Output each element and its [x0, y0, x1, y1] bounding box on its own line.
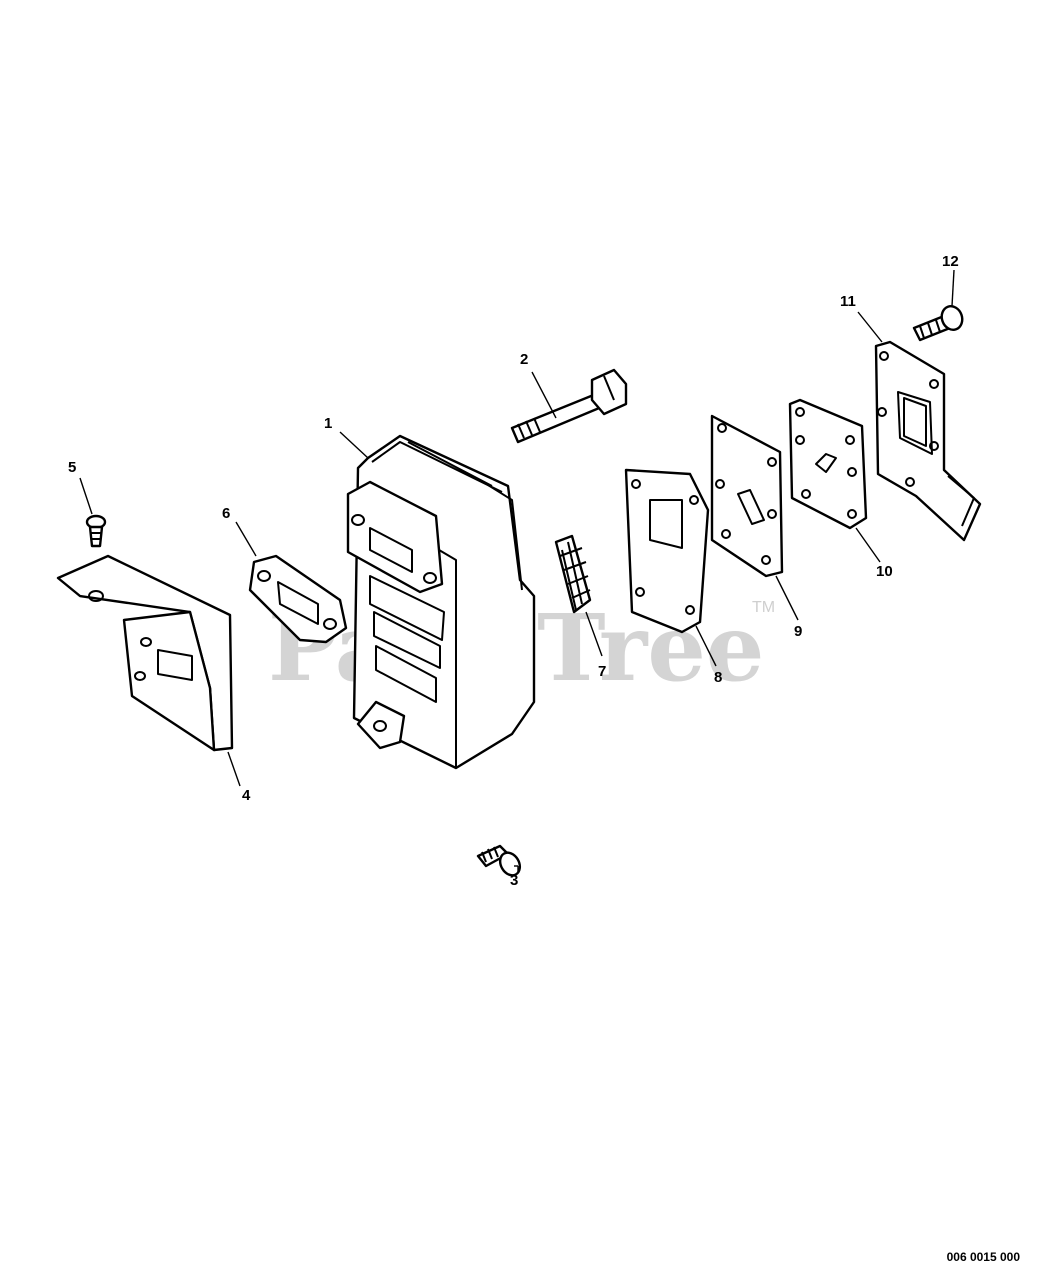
leader-lines: [79, 269, 955, 872]
callout-1: 1: [324, 415, 332, 432]
part-5-screw[interactable]: [85, 514, 107, 548]
part-6-gasket[interactable]: [248, 554, 348, 644]
callout-6: 6: [222, 505, 230, 522]
part-10-baffle-plate[interactable]: [788, 398, 868, 530]
part-11-outlet-cover[interactable]: [874, 340, 982, 542]
callout-7: 7: [598, 663, 606, 680]
part-12-screw[interactable]: [912, 303, 966, 342]
callout-8: 8: [714, 669, 722, 686]
part-2-bolt[interactable]: [510, 368, 628, 444]
callouts: 1 2 3 4 5 6 7 8 9 10 11 12: [68, 253, 959, 889]
document-number: 006 0015 000: [946, 1250, 1020, 1264]
callout-5: 5: [68, 459, 76, 476]
callout-9: 9: [794, 623, 802, 640]
callout-10: 10: [876, 563, 893, 580]
callout-3: 3: [510, 872, 518, 889]
callout-4: 4: [242, 787, 251, 804]
callout-12: 12: [942, 253, 959, 270]
part-4-heat-shield[interactable]: [56, 554, 234, 752]
callout-2: 2: [520, 351, 528, 368]
part-1-muffler[interactable]: [346, 434, 536, 770]
part-7-screen[interactable]: [554, 534, 592, 614]
part-9-baffle-plate[interactable]: [710, 414, 784, 578]
part-8-gasket-plate[interactable]: [624, 468, 710, 634]
callout-11: 11: [840, 293, 856, 310]
watermark-trademark: TM: [752, 599, 775, 616]
part-3-screw[interactable]: [476, 844, 524, 879]
